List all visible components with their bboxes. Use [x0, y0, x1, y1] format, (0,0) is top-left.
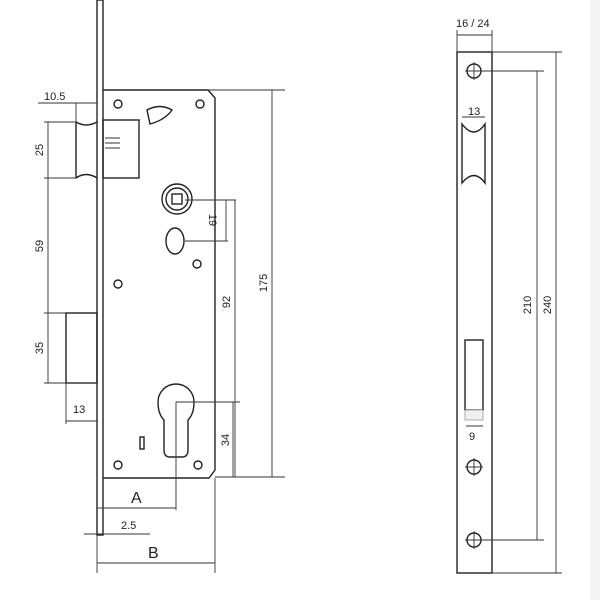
- dim-240: 240: [542, 296, 554, 314]
- spindle-hub: [161, 183, 193, 215]
- dim-13-slot: 13: [468, 106, 480, 118]
- lock-case: [103, 89, 216, 479]
- screw-hole: [193, 460, 203, 470]
- screw-hole: [192, 259, 202, 269]
- dim-210: 210: [522, 296, 534, 314]
- dim-59: 59: [34, 240, 46, 252]
- screw-hole-icon: [465, 458, 483, 476]
- screw-hole: [113, 279, 123, 289]
- dim-175: 175: [258, 274, 270, 292]
- lock-body-view: [65, 0, 216, 536]
- faceplate-dimensions: 16 / 24 13 9 210 240: [456, 18, 562, 574]
- latch-slot: [461, 121, 486, 186]
- dim-A: A: [131, 490, 142, 507]
- faceplate-view: [456, 51, 493, 574]
- faceplate-side: [96, 0, 104, 536]
- dim-25: 25: [34, 144, 46, 156]
- dim-10-5: 10.5: [44, 91, 65, 103]
- dim-9: 9: [469, 431, 475, 443]
- faceplate: [456, 51, 493, 574]
- deadbolt: [65, 312, 98, 384]
- dim-35: 35: [34, 342, 46, 354]
- background-strip: [590, 0, 600, 600]
- euro-cylinder-cutout: [157, 383, 195, 458]
- oval-hole: [165, 227, 185, 255]
- screw-hole: [113, 460, 123, 470]
- lock-body-dimensions: 10.5 25 59 35 13 19 92 34 175 A 2.5 B: [34, 89, 285, 573]
- slot: [139, 436, 145, 450]
- dim-13: 13: [73, 404, 85, 416]
- spindle-square: [171, 193, 183, 205]
- latch-bolt: [75, 121, 98, 179]
- spindle-ring: [165, 187, 189, 211]
- dim-B: B: [148, 545, 159, 562]
- thumbturn-cutout: [146, 105, 174, 125]
- bolt-slot-shadow: [464, 409, 484, 421]
- latch-housing: [102, 119, 140, 179]
- dim-34: 34: [220, 434, 232, 446]
- screw-hole-icon: [465, 62, 483, 80]
- screw-hole-icon: [465, 531, 483, 549]
- bolt-slot: [464, 339, 484, 411]
- latch-spring: [105, 137, 120, 149]
- dim-92: 92: [221, 296, 233, 308]
- screw-hole: [195, 99, 205, 109]
- dim-16-24: 16 / 24: [456, 18, 490, 30]
- dim-19: 19: [206, 214, 218, 226]
- dim-2-5: 2.5: [121, 520, 136, 532]
- screw-hole: [113, 99, 123, 109]
